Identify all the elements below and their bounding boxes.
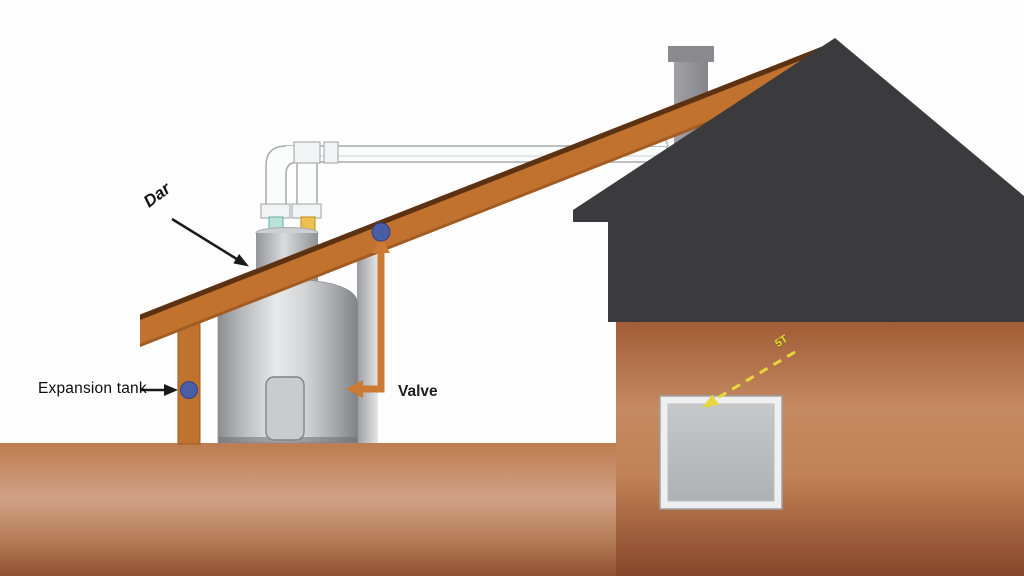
- beam-marker-dot: [371, 222, 391, 242]
- pipe-union: [291, 203, 322, 219]
- valve-line: [358, 247, 385, 393]
- expansion-tank-label: Expansion tank: [38, 380, 147, 397]
- pipe-union: [323, 141, 339, 164]
- rafter-beam: [140, 46, 822, 347]
- pipe-outline: [265, 145, 287, 206]
- window-dashed-arrow: [702, 350, 796, 408]
- back-wall-strip: [357, 232, 378, 443]
- arrowhead: [164, 384, 178, 396]
- tank-access-panel: [265, 376, 305, 441]
- beam-top-edge: [140, 46, 822, 320]
- valve-label: Valve: [398, 383, 438, 400]
- roof: [573, 38, 1024, 322]
- right-pipe: [297, 161, 317, 206]
- pipe-outline: [285, 161, 299, 206]
- basement-window: [659, 395, 783, 510]
- pipe-union: [260, 203, 291, 219]
- beam-body: [140, 50, 822, 347]
- expansion-tank-dot: [180, 381, 198, 399]
- arrowhead-up: [372, 237, 390, 253]
- chimney-cap: [668, 46, 714, 62]
- beam-bottom-edge: [140, 76, 822, 347]
- rafter-arrow: [171, 217, 249, 267]
- arrowhead: [233, 254, 249, 267]
- pipe-union: [293, 141, 321, 164]
- window-pane: [667, 403, 775, 502]
- arrowhead-left: [346, 380, 363, 398]
- expansion-tank-arrow: [141, 384, 178, 396]
- arrow-line: [171, 217, 241, 263]
- water-heater: [217, 227, 359, 444]
- valve-flow-arrow: [346, 237, 390, 398]
- arrowhead: [702, 394, 719, 408]
